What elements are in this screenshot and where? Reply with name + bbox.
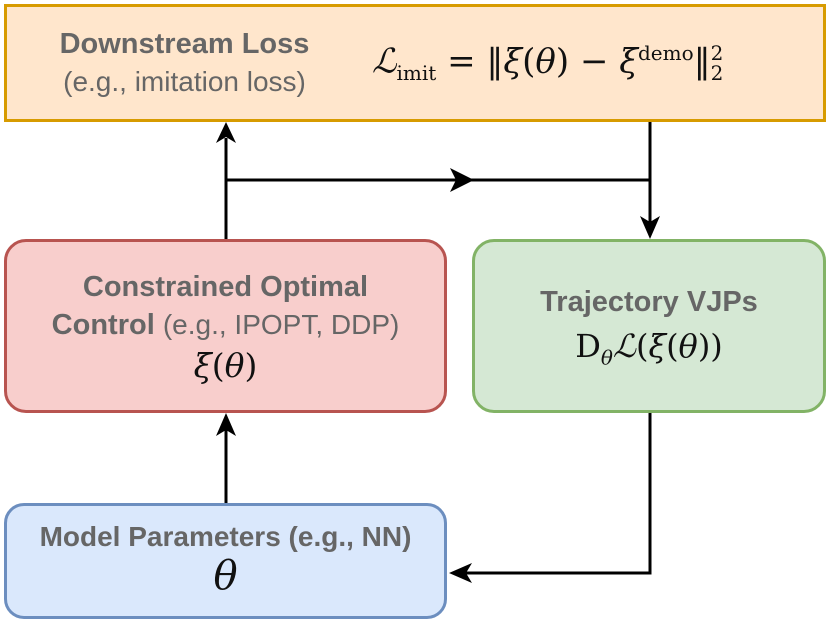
- downstream-loss-subtitle: (e.g., imitation loss): [63, 66, 306, 97]
- formula-script-l: ℒ: [372, 41, 397, 82]
- model-parameters-box: Model Parameters (e.g., NN) θ: [4, 503, 447, 619]
- downstream-loss-box: Downstream Loss (e.g., imitation loss) ℒ…: [4, 4, 826, 122]
- optimal-control-title-line1: Constrained Optimal: [82, 270, 369, 303]
- formula-sup-demo: demo: [638, 40, 694, 65]
- optimal-control-subtitle: (e.g., IPOPT, DDP): [162, 308, 400, 340]
- trajectory-vjps-box: Trajectory VJPs Dθℒ(ξ(θ)): [472, 239, 826, 413]
- model-parameters-math: θ: [213, 553, 238, 599]
- edge-vjps-to-params: [449, 413, 652, 583]
- optimal-control-title-control: Control: [51, 308, 155, 341]
- model-parameters-title: Model Parameters (e.g., NN): [39, 521, 412, 552]
- formula-norm-close: ‖: [693, 41, 711, 82]
- optimal-control-box: Constrained Optimal Control (e.g., IPOPT…: [4, 239, 447, 413]
- edge-params-to-control: [216, 413, 236, 503]
- optimal-control-math: ξ(θ): [193, 345, 258, 385]
- edge-control-to-loss: [216, 122, 236, 239]
- trajectory-vjps-math: Dθℒ(ξ(θ)): [575, 326, 723, 370]
- downstream-loss-title: Downstream Loss: [59, 28, 310, 60]
- trajectory-vjps-title: Trajectory VJPs: [540, 285, 758, 318]
- formula-body: = ‖ξ(θ) − ξ: [447, 41, 638, 82]
- formula-sub-imit: imit: [396, 61, 437, 86]
- downstream-loss-label: Downstream Loss (e.g., imitation loss): [7, 25, 362, 101]
- edge-loss-to-vjps: [640, 122, 660, 239]
- edge-control-to-vjps: [226, 168, 650, 192]
- optimal-control-title-line2: Control (e.g., IPOPT, DDP): [52, 306, 400, 344]
